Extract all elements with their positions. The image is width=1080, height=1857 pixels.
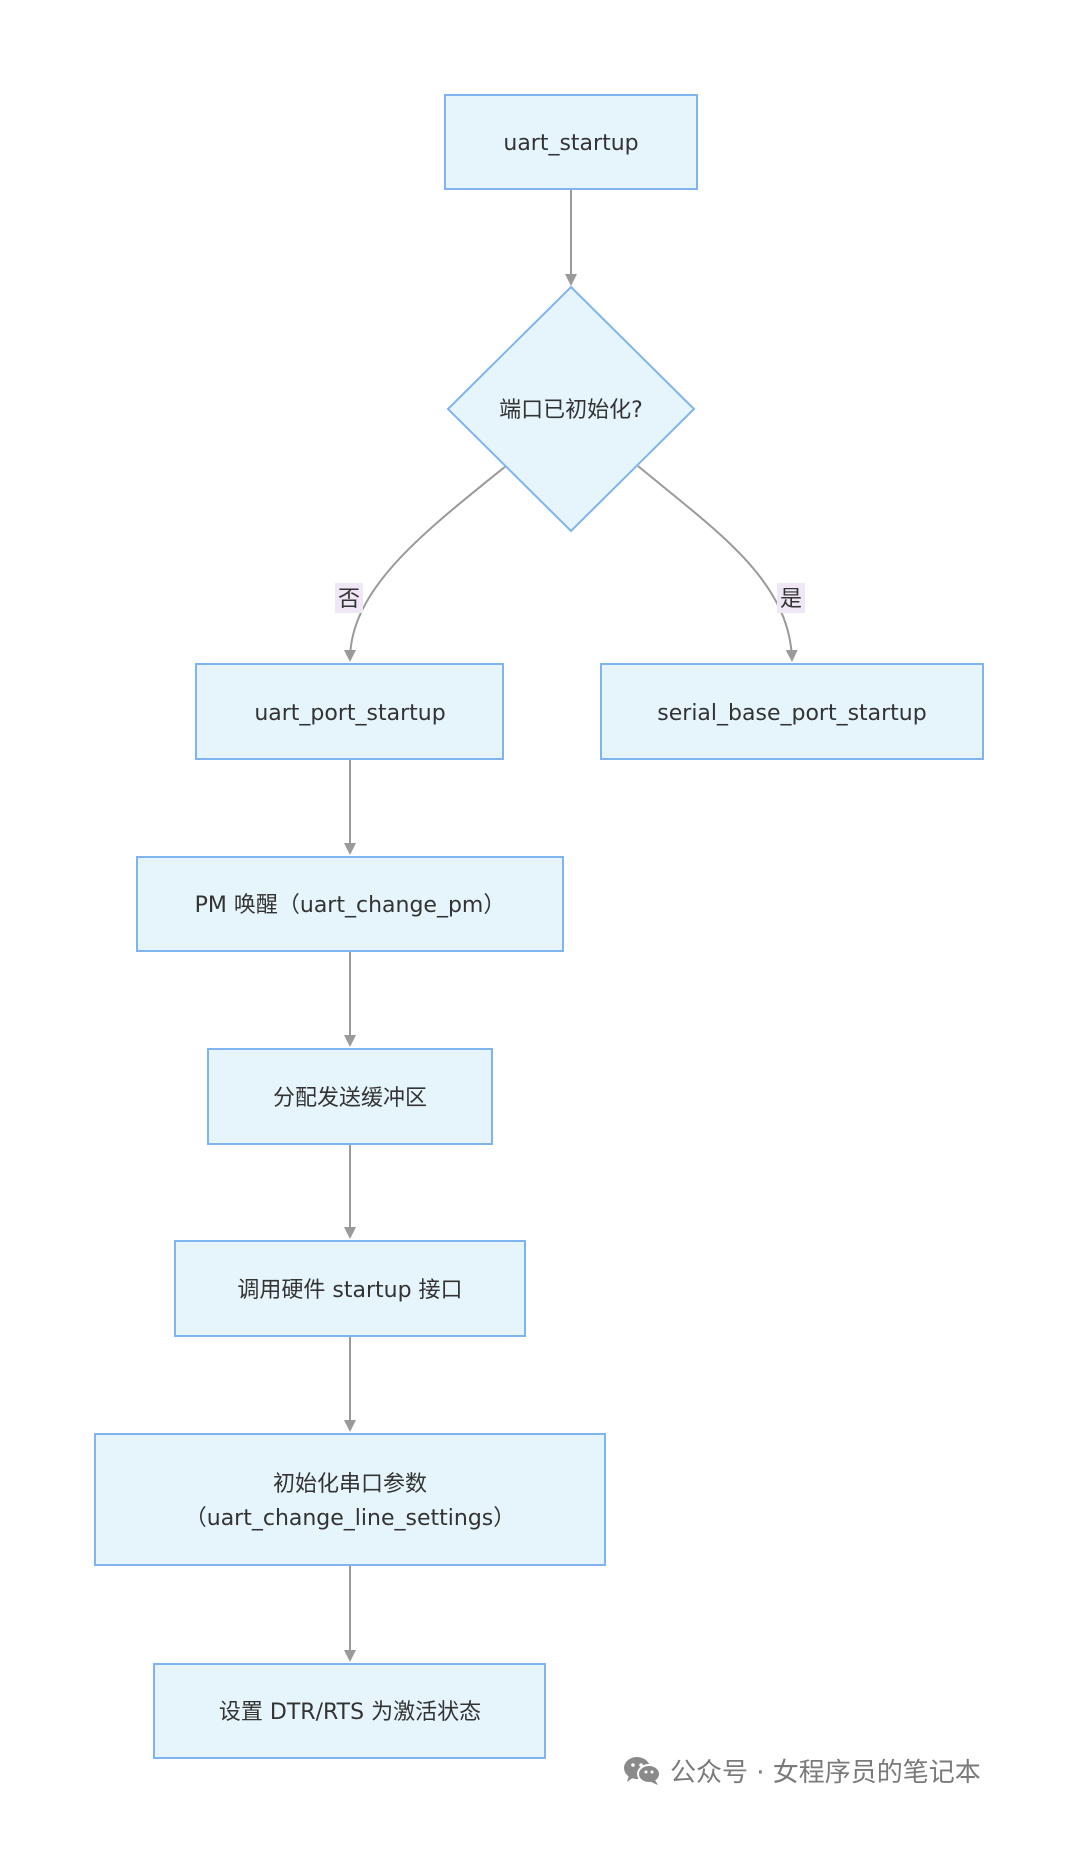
node-pm-wakeup: PM 唤醒（uart_change_pm）	[136, 856, 564, 952]
edges	[344, 189, 798, 1662]
edge-decision-to-uart-port-startup	[344, 465, 507, 662]
node-set-dtr-rts-label: 设置 DTR/RTS 为激活状态	[219, 1700, 481, 1725]
edge-label-yes-text: 是	[780, 587, 802, 612]
node-init-serial-params-line2: （uart_change_line_settings）	[185, 1506, 516, 1531]
node-uart-port-startup: uart_port_startup	[195, 663, 504, 760]
node-set-dtr-rts: 设置 DTR/RTS 为激活状态	[153, 1663, 546, 1759]
edge-label-no-text: 否	[338, 587, 360, 612]
node-uart-startup-label: uart_startup	[503, 131, 638, 156]
node-alloc-buffer-label: 分配发送缓冲区	[273, 1086, 427, 1111]
node-serial-base-port-startup: serial_base_port_startup	[600, 663, 984, 760]
wechat-icon	[624, 1756, 661, 1785]
edge-label-no: 否	[335, 583, 363, 613]
node-alloc-buffer: 分配发送缓冲区	[207, 1048, 493, 1145]
edge-decision-to-serial-base	[637, 465, 798, 662]
node-init-serial-params: 初始化串口参数 （uart_change_line_settings）	[94, 1433, 606, 1566]
node-hw-startup: 调用硬件 startup 接口	[174, 1240, 526, 1337]
node-hw-startup-label: 调用硬件 startup 接口	[237, 1278, 462, 1303]
edge-label-yes: 是	[777, 583, 805, 613]
node-decision-port-initialized: 端口已初始化?	[446, 285, 696, 533]
node-uart-port-startup-label: uart_port_startup	[254, 701, 445, 726]
footer-watermark: 公众号 · 女程序员的笔记本	[622, 1752, 981, 1789]
node-pm-wakeup-label: PM 唤醒（uart_change_pm）	[195, 893, 506, 918]
footer-text: 公众号 · 女程序员的笔记本	[670, 1758, 981, 1788]
node-uart-startup: uart_startup	[444, 94, 698, 190]
node-init-serial-params-line1: 初始化串口参数	[273, 1472, 427, 1497]
node-decision-label: 端口已初始化?	[499, 398, 643, 423]
node-serial-base-port-startup-label: serial_base_port_startup	[657, 701, 926, 726]
